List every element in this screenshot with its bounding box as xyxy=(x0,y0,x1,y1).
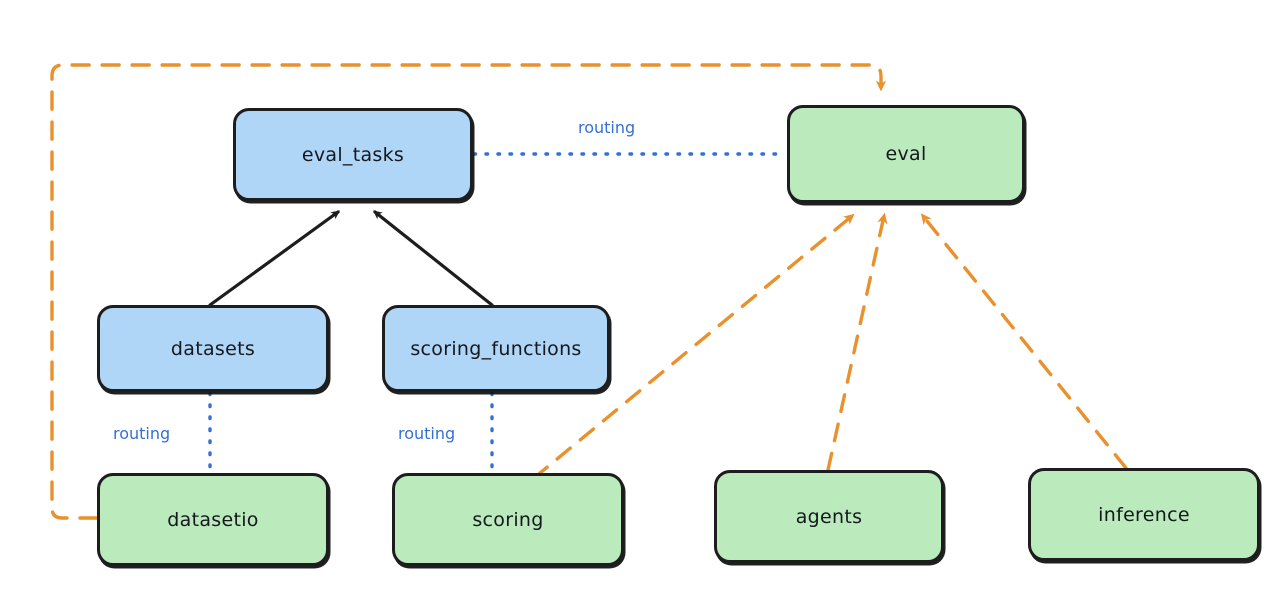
node-agents[interactable]: agents xyxy=(714,470,944,563)
edge-inference-to-eval xyxy=(920,213,1128,470)
node-label-datasetio: datasetio xyxy=(167,508,259,531)
node-datasets[interactable]: datasets xyxy=(97,305,329,392)
edge-scoring-to-eval xyxy=(532,213,855,480)
edge-agents-to-eval xyxy=(826,212,888,472)
node-label-scoring_functions: scoring_functions xyxy=(410,337,582,360)
node-label-scoring: scoring xyxy=(472,508,544,531)
edge-datasets-to-eval_tasks xyxy=(208,210,341,307)
node-scoring[interactable]: scoring xyxy=(392,473,624,566)
edge-scoring_functions-to-eval_tasks xyxy=(373,210,494,307)
node-inference[interactable]: inference xyxy=(1028,468,1260,561)
node-label-eval: eval xyxy=(885,143,927,165)
edge-label-routing-datasets-datasetio: routing xyxy=(113,424,171,443)
node-eval[interactable]: eval xyxy=(787,105,1025,203)
node-label-datasets: datasets xyxy=(170,337,256,360)
node-datasetio[interactable]: datasetio xyxy=(97,473,329,566)
edge-label-routing-eval_tasks-eval: routing xyxy=(578,118,636,137)
edge-datasetio-to-eval xyxy=(50,63,887,520)
edge-label-routing-scoring_functions-scoring: routing xyxy=(398,424,456,443)
node-scoring_functions[interactable]: scoring_functions xyxy=(382,305,610,392)
node-label-agents: agents xyxy=(795,505,863,528)
node-label-inference: inference xyxy=(1098,503,1190,526)
node-eval_tasks[interactable]: eval_tasks xyxy=(233,108,473,201)
node-label-eval_tasks: eval_tasks xyxy=(301,143,405,166)
